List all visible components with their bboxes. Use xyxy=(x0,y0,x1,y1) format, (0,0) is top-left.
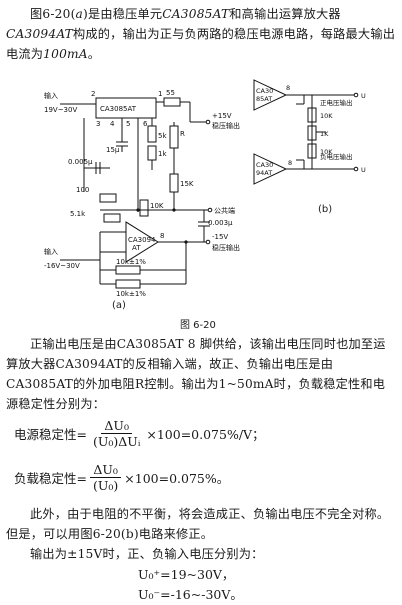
svg-text:94AT: 94AT xyxy=(256,169,272,177)
formula-load-stability: 负载稳定性= ΔU₀(U₀) ×100=0.075%。 xyxy=(14,462,230,493)
svg-text:10K: 10K xyxy=(150,202,164,210)
svg-text:15K: 15K xyxy=(180,180,194,188)
svg-text:10K: 10K xyxy=(320,112,333,120)
svg-text:2: 2 xyxy=(91,90,95,98)
svg-text:1k: 1k xyxy=(158,150,167,158)
svg-text:8: 8 xyxy=(286,84,290,92)
svg-text:+15V: +15V xyxy=(212,112,232,120)
svg-text:稳压输出: 稳压输出 xyxy=(212,121,240,130)
svg-text:-15V: -15V xyxy=(212,233,228,241)
body-paragraph-2: 此外，由于电阻的不平衡，将会造成正、负输出电压不完全对称。但是，可以用图6-20… xyxy=(6,507,390,541)
svg-text:6: 6 xyxy=(143,120,148,128)
caption-a: (a) xyxy=(112,300,126,311)
svg-text:稳压输出: 稳压输出 xyxy=(212,243,240,252)
svg-text:U: U xyxy=(361,92,366,100)
svg-text:-16V~30V: -16V~30V xyxy=(44,262,80,270)
svg-text:AT: AT xyxy=(132,244,141,252)
svg-text:0.003μ: 0.003μ xyxy=(208,219,233,227)
equation-negative: U₀⁻=-16~-30V。 xyxy=(138,587,243,602)
svg-text:10k±1%: 10k±1% xyxy=(116,290,146,298)
svg-text:R: R xyxy=(180,130,185,138)
circuit-diagram-b: CA30 85AT CA30 94AT 8 8 正电压输出 U 负电压输出 U … xyxy=(253,79,366,185)
svg-text:5: 5 xyxy=(126,120,130,128)
svg-text:CA30: CA30 xyxy=(256,87,273,95)
circuit-diagram-a: 输入 19V~30V CA3085AT 2 3 4 5 6 1 55 5k R … xyxy=(44,89,240,298)
svg-text:CA30: CA30 xyxy=(256,161,273,169)
opamp-ca3094at-b xyxy=(253,153,288,185)
body-paragraph-1: 正输出电压是由CA3085AT 8 脚供给，该输出电压同时也加至运算放大器CA3… xyxy=(6,337,386,411)
caption-b: (b) xyxy=(318,204,333,215)
svg-text:0.005μ: 0.005μ xyxy=(68,158,93,166)
svg-text:输入: 输入 xyxy=(44,247,58,256)
svg-text:10k±1%: 10k±1% xyxy=(116,258,146,266)
svg-text:15μ: 15μ xyxy=(106,146,120,154)
equation-positive: U₀⁺=19~30V， xyxy=(138,567,235,582)
svg-text:3: 3 xyxy=(96,120,100,128)
svg-text:负电压输出: 负电压输出 xyxy=(320,152,353,161)
svg-text:4: 4 xyxy=(110,120,115,128)
figure-caption: 图 6-20 xyxy=(180,320,216,331)
svg-text:85AT: 85AT xyxy=(256,95,272,103)
svg-text:8: 8 xyxy=(160,232,164,240)
svg-text:U: U xyxy=(361,166,366,174)
chip-ca3085at xyxy=(95,97,157,119)
formula-power-stability: 电源稳定性= ΔU₀(U₀)ΔUᵢ ×100=0.075%/V； xyxy=(14,418,265,449)
svg-text:10K: 10K xyxy=(320,148,333,156)
svg-text:1K: 1K xyxy=(320,130,329,138)
svg-text:正电压输出: 正电压输出 xyxy=(320,98,353,107)
svg-text:55: 55 xyxy=(166,89,175,97)
label-input-pos-range: 19V~30V xyxy=(44,106,77,114)
opamp-ca3085at-b xyxy=(253,79,288,111)
intro-paragraph: 图6-20(a)是由稳压单元CA3085AT和高输出运算放大器CA3094AT构… xyxy=(6,7,396,61)
opamp-ca3094at xyxy=(125,221,159,263)
svg-text:100: 100 xyxy=(76,186,89,194)
label-input-pos: 输入 xyxy=(44,91,58,100)
svg-text:1: 1 xyxy=(158,90,162,98)
body-paragraph-3: 输出为±15V时，正、负输入电压分别为： xyxy=(30,547,264,561)
svg-text:CA3094: CA3094 xyxy=(128,236,156,244)
svg-text:5.1k: 5.1k xyxy=(70,210,86,218)
svg-text:公共端: 公共端 xyxy=(214,206,235,215)
svg-text:8: 8 xyxy=(288,159,292,167)
svg-text:5k: 5k xyxy=(158,132,167,140)
label-chip-top: CA3085AT xyxy=(100,105,137,113)
